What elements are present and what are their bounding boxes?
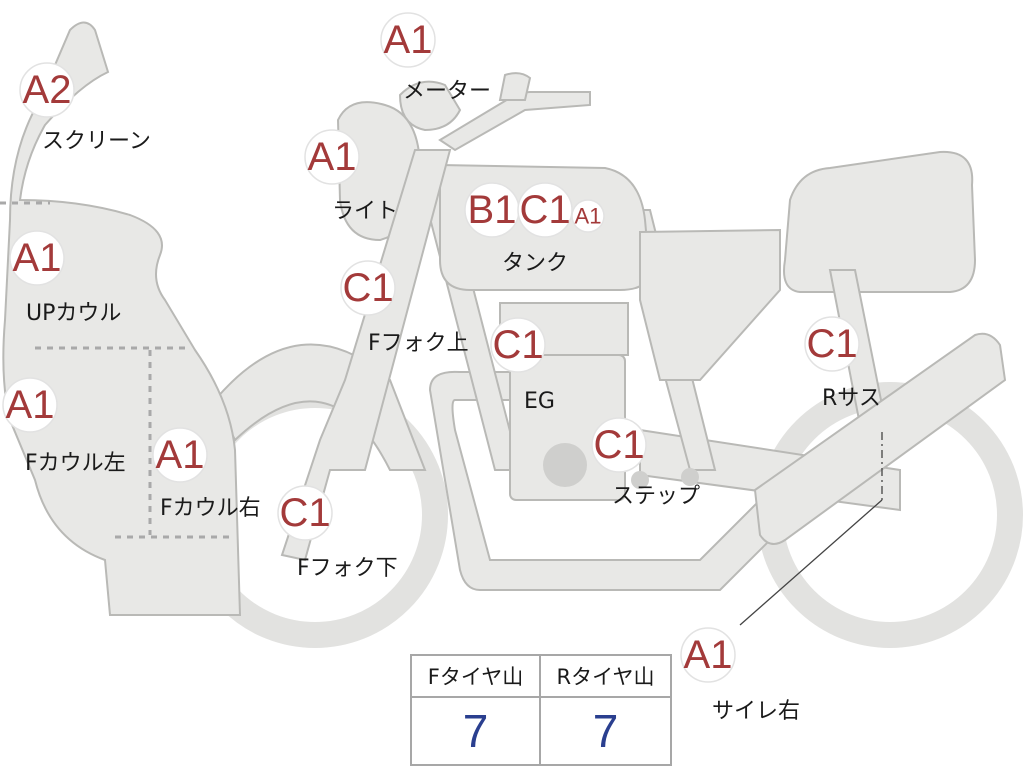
- label-screen: スクリーン: [42, 129, 151, 154]
- tire-tread-table: Fタイヤ山 Rタイヤ山 7 7: [410, 654, 672, 766]
- grade-meter: A1: [384, 18, 433, 62]
- top-bracket: [498, 72, 532, 101]
- label-r-sus: Rサス: [822, 386, 881, 411]
- badge-r-sus: C1: [804, 316, 860, 372]
- grade-light: A1: [308, 135, 357, 179]
- label-f-cowl-left: Fカウル左: [25, 451, 126, 476]
- badge-circle: [680, 627, 736, 683]
- label-f-fork-low: Fフォク下: [297, 556, 398, 581]
- badge-step: C1: [591, 417, 647, 473]
- front-fork: [280, 149, 452, 562]
- side-cover: [639, 228, 781, 381]
- badge-f-cowl-right: A1: [152, 427, 208, 483]
- badge-circle: [19, 62, 75, 118]
- label-muffler-r: サイレ右: [712, 699, 800, 724]
- label-light: ライト: [332, 199, 398, 224]
- grade-screen: A2: [23, 68, 72, 112]
- label-f-cowl-right: Fカウル右: [160, 496, 261, 521]
- header-front-tire: Fタイヤ山: [412, 656, 541, 698]
- grade-up-cowl: A1: [13, 236, 62, 280]
- badge-circle: [2, 377, 58, 433]
- badge-light: A1: [304, 129, 360, 185]
- grade-tank-a1: A1: [575, 204, 602, 229]
- engine-cover: [543, 443, 587, 487]
- step-peg: [631, 471, 649, 489]
- grade-muffler-r: A1: [684, 633, 733, 677]
- badge-tank-a1: A1: [571, 199, 605, 233]
- step-peg-2: [681, 468, 699, 486]
- badge-engine: C1: [490, 317, 546, 373]
- badge-circle: [304, 129, 360, 185]
- label-step: ステップ: [612, 484, 700, 509]
- grade-engine: C1: [492, 323, 543, 367]
- badge-up-cowl: A1: [9, 230, 65, 286]
- grade-tank-b1: B1: [468, 188, 517, 232]
- badge-f-fork-low: C1: [277, 485, 333, 541]
- badge-circle: [490, 317, 546, 373]
- value-rear-tire: 7: [592, 705, 619, 757]
- badge-circle: [380, 12, 436, 68]
- label-meter: メーター: [403, 79, 491, 104]
- badge-screen: A2: [19, 62, 75, 118]
- badge-circle: [591, 417, 647, 473]
- label-tank: タンク: [502, 251, 568, 276]
- badge-f-cowl-left: A1: [2, 377, 58, 433]
- seat: [783, 150, 977, 293]
- grade-f-fork-up: C1: [342, 266, 393, 310]
- badge-circle: [571, 199, 605, 233]
- grade-r-sus: C1: [806, 322, 857, 366]
- header-rear-tire: Rタイヤ山: [541, 656, 670, 698]
- grade-step: C1: [593, 423, 644, 467]
- badge-muffler-r: A1: [680, 627, 736, 683]
- badge-circle: [340, 260, 396, 316]
- badge-meter: A1: [380, 12, 436, 68]
- grade-tank-c1: C1: [519, 188, 570, 232]
- grade-f-cowl-left: A1: [6, 383, 55, 427]
- badge-circle: [277, 485, 333, 541]
- label-up-cowl: UPカウル: [26, 301, 121, 326]
- badge-circle: [152, 427, 208, 483]
- label-f-fork-up: Fフォク上: [368, 331, 469, 356]
- grade-f-fork-low: C1: [279, 491, 330, 535]
- label-engine: EG: [524, 389, 555, 414]
- muffler: [753, 332, 1007, 545]
- badge-circle: [9, 230, 65, 286]
- badge-f-fork-up: C1: [340, 260, 396, 316]
- grade-f-cowl-right: A1: [156, 433, 205, 477]
- leader-muffler: [739, 499, 883, 626]
- frame: [428, 370, 802, 591]
- badge-tank-c1: C1: [517, 182, 573, 238]
- badge-circle: [804, 316, 860, 372]
- value-front-tire: 7: [412, 698, 541, 764]
- badge-tank-b1: B1: [464, 182, 520, 238]
- badge-circle: [517, 182, 573, 238]
